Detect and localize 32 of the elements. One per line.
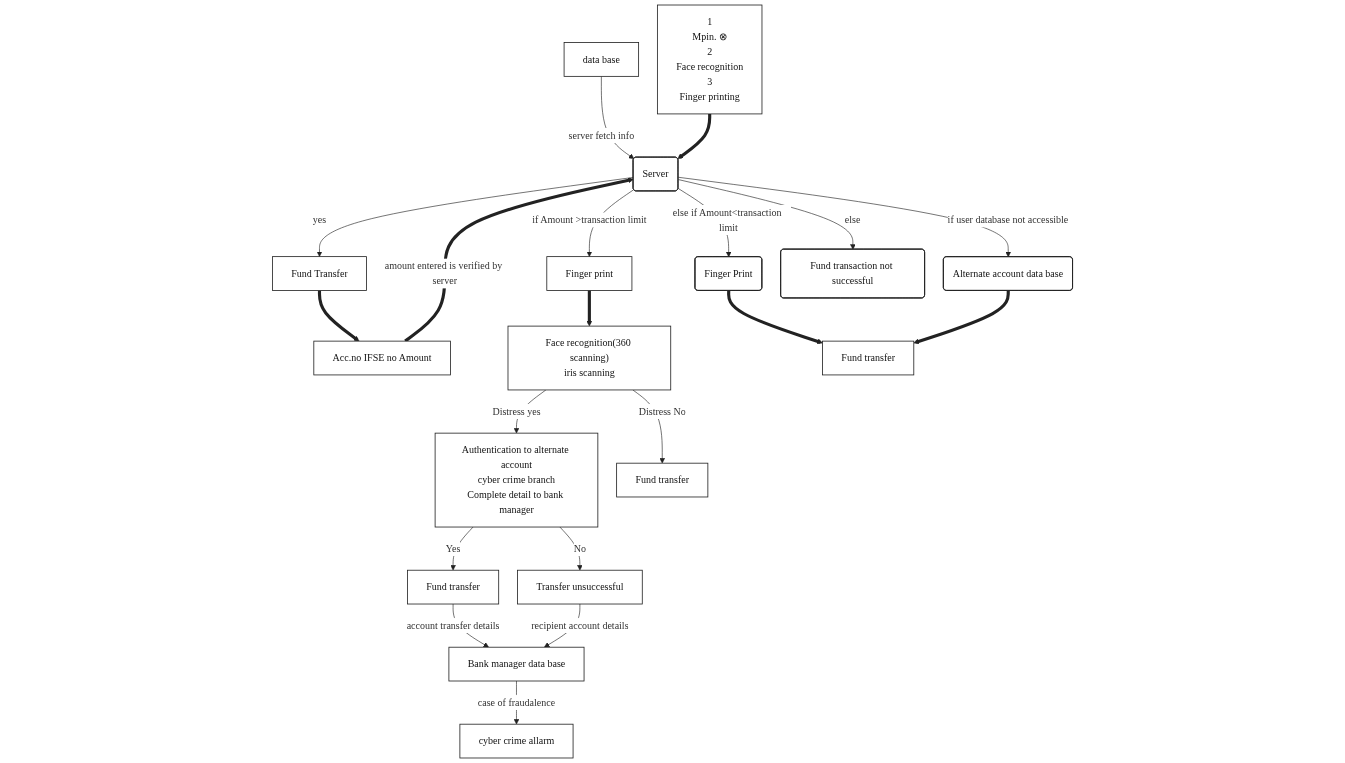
- node-box: Fund transfer: [616, 462, 709, 498]
- node-box: Fund transfer: [407, 569, 500, 605]
- edge-label: recipient account details: [531, 619, 629, 631]
- node-box: Authentication to alternate account cyber crime branch Complete detail to bank manager: [434, 432, 599, 528]
- edge-label: if user database not accessible: [947, 214, 1069, 226]
- node-box: Fund transfer: [822, 340, 915, 376]
- node-box: cyber crime allarm: [459, 723, 574, 759]
- arrow: [586, 290, 593, 327]
- edge-label: yes: [312, 214, 327, 226]
- arrow: [677, 113, 712, 159]
- node-box: Fund Transfer: [272, 256, 367, 291]
- edge-label: else: [844, 214, 861, 226]
- node-box: Face recognition(360 scanning) iris scanning: [507, 325, 672, 391]
- arrow: [913, 290, 1010, 345]
- edge-label: server fetch info: [568, 129, 635, 141]
- node-box: Finger print: [546, 256, 633, 291]
- node-box: Bank manager data base: [448, 646, 585, 682]
- arrow: [727, 290, 823, 345]
- edge-label: No: [573, 542, 586, 554]
- edge-label: account transfer details: [406, 619, 500, 631]
- node-box: Acc.no IFSE no Amount: [313, 340, 451, 376]
- edge-label: Distress No: [638, 405, 686, 417]
- edge-label: Yes: [445, 542, 461, 554]
- node-box: Transfer unsuccessful: [517, 569, 643, 605]
- arrow: [317, 290, 360, 342]
- edge-label: Distress yes: [492, 405, 541, 417]
- node-box: data base: [563, 42, 640, 77]
- node-box: 1 Mpin. ⊗ 2 Face recognition 3 Finger printing: [657, 4, 763, 115]
- edge-label: else if Amount<transaction limit: [672, 206, 782, 233]
- edge-label: if Amount >transaction limit: [532, 214, 647, 226]
- edge-label: case of fraudalence: [477, 696, 556, 708]
- edge-label: amount entered is verified by server: [384, 260, 503, 287]
